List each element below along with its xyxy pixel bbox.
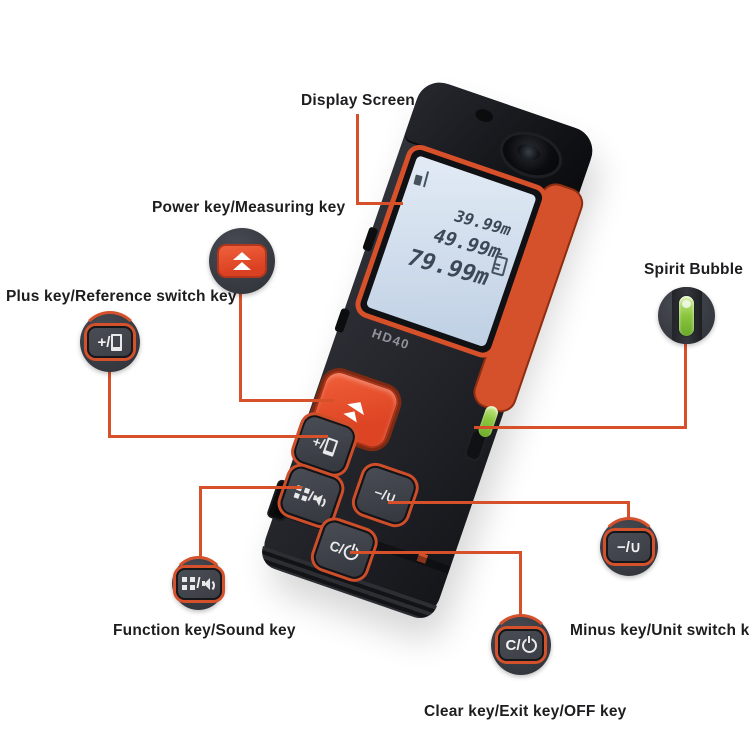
plus-key-badge: +/	[79, 311, 141, 373]
clear-key-badge: C/	[490, 614, 552, 676]
speaker-icon	[201, 577, 215, 592]
connector-function-v	[199, 486, 202, 559]
badge-arc	[171, 556, 226, 611]
spirit-bubble-badge	[658, 287, 715, 344]
connector-plus-v	[108, 370, 111, 438]
connector-power-h	[239, 399, 334, 402]
label-display-screen: Display Screen	[301, 92, 415, 109]
measure-icon	[342, 396, 370, 423]
lens-glass	[515, 141, 543, 163]
function-key-badge: /	[171, 556, 226, 611]
reference-point-icon	[413, 169, 431, 188]
label-minus-key: Minus key/Unit switch key	[570, 622, 750, 639]
badge-arc	[79, 311, 141, 373]
menu-grid-icon	[182, 577, 195, 590]
connector-clear-h	[350, 551, 522, 554]
spirit-bubble-vial	[679, 295, 694, 336]
laser-aperture	[473, 106, 495, 125]
spirit-bubble-device	[476, 404, 500, 439]
connector-display-h	[355, 202, 403, 205]
connector-minus-v	[627, 501, 630, 520]
connector-display-v	[355, 114, 359, 205]
connector-spirit-v	[684, 341, 687, 429]
label-spirit-bubble: Spirit Bubble	[644, 261, 744, 278]
connector-power-v	[239, 292, 242, 402]
connector-spirit-h	[474, 426, 687, 429]
label-clear-key: Clear key/Exit key/OFF key	[424, 703, 627, 720]
side-notch	[334, 307, 351, 334]
laser-distance-meter: 39.99m 49.99m 79.99m HD40 +/ −/∪ / C/	[257, 76, 599, 623]
label-function-key: Function key/Sound key	[113, 622, 296, 639]
label-plus-key: Plus key/Reference switch key	[6, 288, 237, 305]
power-symbol-icon	[521, 637, 537, 653]
label-power-key: Power key/Measuring key	[152, 199, 346, 216]
speaker-icon	[310, 491, 329, 510]
badge-arc	[490, 614, 552, 676]
measurement-readings: 39.99m 49.99m 79.99m	[401, 199, 515, 292]
connector-minus-h	[388, 501, 630, 504]
power-key-zoom	[217, 244, 267, 278]
measure-icon	[233, 252, 251, 270]
power-key-badge	[209, 228, 275, 294]
minus-key: −/∪	[351, 462, 419, 528]
connector-function-h	[199, 486, 302, 489]
connector-clear-v	[519, 551, 522, 617]
badge-arc	[599, 517, 659, 577]
minus-key-badge: −/∪	[599, 517, 659, 577]
connector-plus-h	[108, 435, 328, 438]
